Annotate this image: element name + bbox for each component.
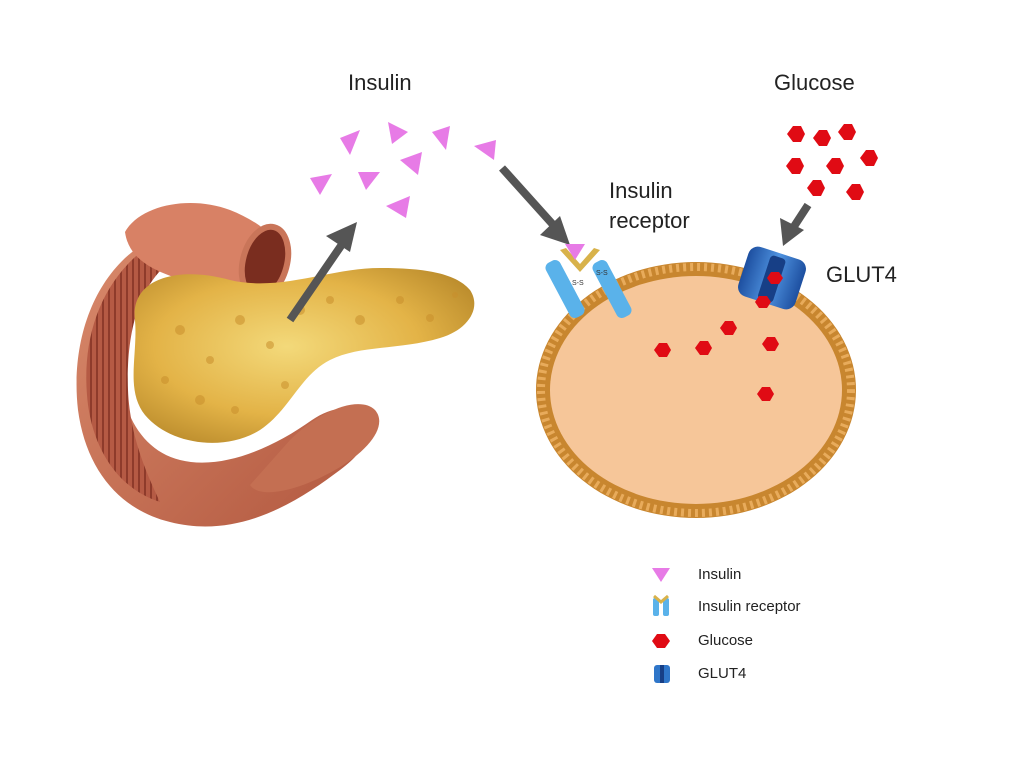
receptor-bound-insulin bbox=[565, 244, 585, 260]
glucose-hexagon-icon bbox=[826, 158, 844, 174]
insulin-receptor-label-line2: receptor bbox=[609, 208, 690, 233]
glucose-hexagon-icon bbox=[695, 341, 712, 355]
insulin-triangle-icon bbox=[310, 174, 332, 195]
insulin-triangle-icon bbox=[388, 122, 408, 144]
glucose-hexagon-icon bbox=[813, 130, 831, 146]
duodenum-villi bbox=[86, 245, 170, 502]
glucose-hexagon-icon bbox=[860, 150, 878, 166]
insulin-triangle-icon bbox=[432, 126, 450, 150]
insulin-triangle-icon bbox=[386, 196, 410, 218]
arrow-insulin-to-receptor bbox=[499, 165, 559, 231]
arrow-insulin-to-receptor-head bbox=[540, 216, 570, 245]
glucose-hexagon-icon bbox=[787, 126, 805, 142]
receptor-right-arm bbox=[592, 259, 632, 319]
glucose-hexagon-icon bbox=[755, 296, 771, 308]
duodenum-tail bbox=[250, 404, 380, 493]
glucose-hexagon-icon bbox=[807, 180, 825, 196]
insulin-triangle-icon bbox=[340, 130, 360, 155]
receptor-alpha-subunit bbox=[560, 248, 600, 272]
glut4-transporter bbox=[738, 246, 806, 310]
insulin-label: Insulin bbox=[348, 70, 412, 95]
cell bbox=[536, 262, 856, 518]
glucose-hexagon-icon bbox=[762, 337, 779, 351]
insulin-triangle-icon bbox=[474, 140, 496, 160]
legend-icons bbox=[652, 568, 670, 683]
insulin-triangle-icon bbox=[652, 568, 670, 582]
insulin-receptor-icon bbox=[653, 594, 669, 616]
legend-label-insulin: Insulin bbox=[698, 566, 742, 583]
arrow-pancreas-to-insulin bbox=[286, 237, 349, 323]
svg-text:S-S: S-S bbox=[572, 280, 584, 287]
insulin-triangle-icon bbox=[400, 152, 422, 175]
glucose-hexagon-icon bbox=[838, 124, 856, 140]
glucose-hexagon-icon bbox=[720, 321, 737, 335]
cell-glucose bbox=[654, 321, 779, 401]
cell-membrane-pattern bbox=[537, 263, 855, 517]
receptor-left-arm bbox=[545, 259, 585, 319]
glucose-label: Glucose bbox=[774, 70, 855, 95]
legend-label-glucose: Glucose bbox=[698, 632, 754, 649]
arrow-glucose-to-glut4-head bbox=[780, 218, 804, 246]
svg-text:S-S: S-S bbox=[596, 270, 608, 277]
insulin-receptor-label-line1: Insulin bbox=[609, 178, 673, 203]
pancreas-body bbox=[133, 268, 475, 443]
legend-label-glut4: GLUT4 bbox=[698, 665, 747, 682]
insulin-triangle-icon bbox=[358, 172, 380, 190]
glucose-hexagon-icon bbox=[654, 343, 671, 357]
pancreas-illustration bbox=[76, 203, 475, 527]
glucose-hexagon-icon bbox=[767, 272, 783, 284]
legend-label-insulin-receptor: Insulin receptor bbox=[698, 598, 801, 615]
insulin-molecules bbox=[310, 122, 496, 218]
insulin-receptor: S-S S-S bbox=[545, 244, 632, 319]
arrow-pancreas-to-insulin-head bbox=[326, 222, 357, 252]
glucose-hexagon-icon bbox=[652, 634, 670, 648]
glut4-transporter-icon bbox=[654, 665, 670, 683]
glucose-hexagon-icon bbox=[846, 184, 864, 200]
cell-interior bbox=[550, 276, 842, 504]
arrow-glucose-to-glut4 bbox=[789, 202, 812, 231]
glucose-hexagon-icon bbox=[786, 158, 804, 174]
glucose-hexagon-icon bbox=[757, 387, 774, 401]
glucose-molecules bbox=[786, 124, 878, 200]
pancreas-texture bbox=[161, 292, 458, 414]
glut4-label: GLUT4 bbox=[826, 262, 897, 287]
